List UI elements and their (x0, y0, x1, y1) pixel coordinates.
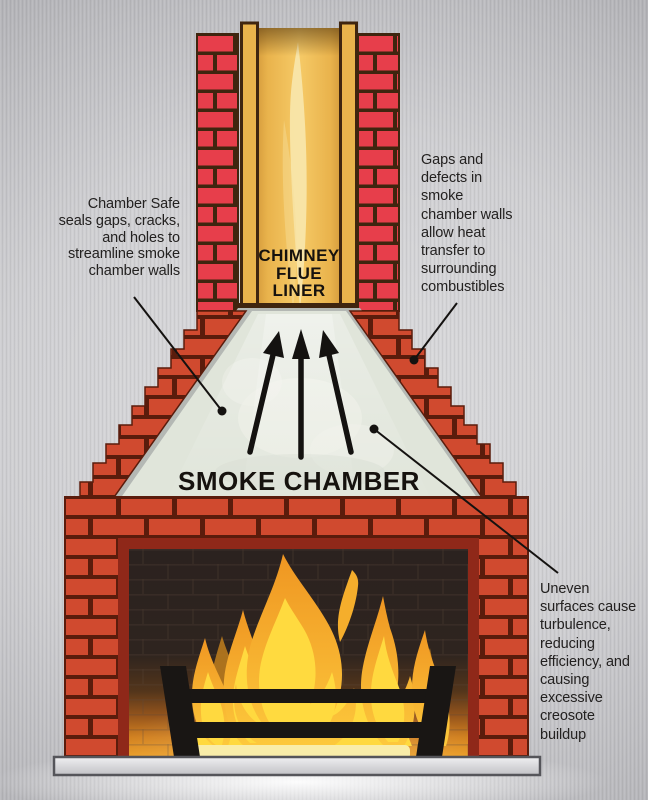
label-smoke-chamber: SMOKE CHAMBER (178, 466, 420, 496)
smoke-flow-arrows (247, 329, 354, 460)
annotation-gaps-defects: Gaps and defects in smoke chamber walls … (421, 152, 513, 296)
leader-line-uneven-surfaces (369, 424, 559, 574)
label-chimney-flue-liner: CHIMNEY FLUE LINER (258, 246, 340, 300)
hearth-slab (52, 755, 542, 777)
flue-flame-streak (289, 42, 307, 310)
chimney-brick-column-left (196, 33, 239, 312)
annotation-uneven-surfaces: Uneven surfaces cause turbulence, reduci… (540, 581, 637, 743)
chimney-flue-liner-shape (234, 21, 364, 314)
leader-line-gaps-defects (409, 302, 458, 365)
fire-grate (160, 666, 456, 757)
chimney-brick-column-right (357, 33, 400, 312)
leader-line-chamber-safe (133, 296, 227, 416)
annotation-chamber-safe: Chamber Safe seals gaps, cracks, and hol… (58, 196, 181, 280)
corbel-bricks-right (348, 310, 517, 501)
